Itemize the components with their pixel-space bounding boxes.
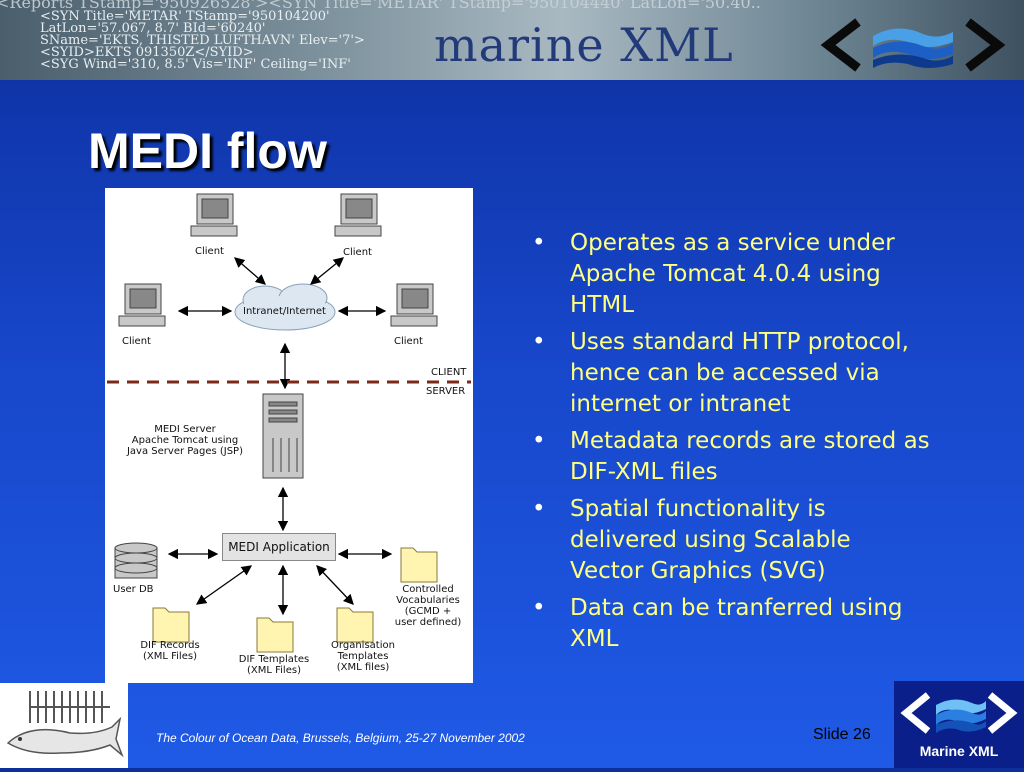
bullet-text: Data can be tranferred using XML xyxy=(570,595,903,652)
bullet-list: • Operates as a service under Apache Tomc… xyxy=(530,228,930,661)
dif-templates-line: DIF Templates xyxy=(238,654,310,665)
server-desc-line: MEDI Server xyxy=(154,424,216,435)
vocab-line: user defined) xyxy=(394,617,462,628)
client-label: Client xyxy=(394,336,423,347)
org-line: Organisation xyxy=(331,640,395,651)
fish-logo xyxy=(0,683,128,768)
org-line: Templates xyxy=(337,651,389,662)
marine-xml-caption: Marine XML xyxy=(919,743,999,759)
client-label: Client xyxy=(343,247,372,258)
user-db-label: User DB xyxy=(113,584,154,595)
bullet-item: • Uses standard HTTP protocol, hence can … xyxy=(530,327,930,420)
header-banner: <Reports TStamp='950926528'><SYN Title='… xyxy=(0,0,1024,80)
medi-application-box: MEDI Application xyxy=(222,533,336,561)
marine-xml-wordmark: marine XML xyxy=(434,18,734,72)
bullet-text: Uses standard HTTP protocol, hence can b… xyxy=(570,329,909,417)
diagram-graphics xyxy=(107,193,471,653)
bullet-item: • Data can be tranferred using XML xyxy=(530,593,930,655)
vocab-line: Controlled xyxy=(402,584,454,595)
cloud-icon xyxy=(234,283,336,331)
xml-line: <SYG Wind='310, 8.5' Vis='INF' Ceiling='… xyxy=(40,57,351,72)
computer-icon xyxy=(118,283,166,327)
xml-line: <SYID>EKTS 091350Z</SYID> xyxy=(40,45,254,60)
bullet-dot: • xyxy=(532,329,546,355)
computer-icon xyxy=(390,283,438,327)
bullet-item: • Metadata records are stored as DIF-XML … xyxy=(530,426,930,488)
org-line: (XML files) xyxy=(336,662,390,673)
marine-xml-logo-icon xyxy=(900,692,1018,734)
fish-logo-icon xyxy=(6,691,124,758)
vocab-line: Vocabularies xyxy=(396,595,460,606)
xml-background-text: <Reports TStamp='950926528'><SYN Title='… xyxy=(0,0,1024,80)
computer-icon xyxy=(190,193,238,237)
bullet-text: Operates as a service under Apache Tomca… xyxy=(570,230,895,318)
xml-line: LatLon='57.067, 8.7' BId='60240' xyxy=(40,21,266,36)
bullet-item: • Spatial functionality is delivered usin… xyxy=(530,494,930,587)
xml-line: <Reports TStamp='950926528'><SYN Title='… xyxy=(0,0,761,12)
folder-icon xyxy=(152,607,190,643)
controlled-vocab-label: Controlled Vocabularies (GCMD + user def… xyxy=(383,584,473,628)
folder-icon xyxy=(256,617,294,653)
bullet-dot: • xyxy=(532,595,546,621)
organisation-templates-label: Organisation Templates (XML files) xyxy=(317,640,409,673)
dif-records-label: DIF Records (XML Files) xyxy=(125,640,215,662)
computer-icon xyxy=(334,193,382,237)
bullet-text: Spatial functionality is delivered using… xyxy=(570,496,851,584)
bullet-item: • Operates as a service under Apache Tomc… xyxy=(530,228,930,321)
server-desc-line: Apache Tomcat using xyxy=(131,435,239,446)
dif-records-line: DIF Records xyxy=(140,640,200,651)
bullet-dot: • xyxy=(532,496,546,522)
database-icon xyxy=(114,542,158,579)
server-zone-label: SERVER xyxy=(426,386,466,397)
medi-flow-diagram: Client Client Client Client Intranet/Int… xyxy=(105,188,473,683)
client-label: Client xyxy=(195,246,224,257)
bullet-dot: • xyxy=(532,428,546,454)
client-label: Client xyxy=(122,336,151,347)
server-description: MEDI Server Apache Tomcat using Java Ser… xyxy=(115,424,255,457)
marine-xml-logo: Marine XML xyxy=(894,681,1024,768)
cloud-label: Intranet/Internet xyxy=(243,306,326,317)
xml-line: SName='EKTS, THISTED LUFTHAVN' Elev='7'> xyxy=(40,33,365,48)
bullet-text: Metadata records are stored as DIF-XML f… xyxy=(570,428,930,485)
dif-templates-line: (XML Files) xyxy=(247,665,301,676)
client-zone-label: CLIENT xyxy=(431,367,467,378)
slide-title: MEDI flow xyxy=(88,123,327,179)
marine-xml-brackets-logo xyxy=(820,18,1006,72)
folder-icon xyxy=(400,547,438,583)
footer-text: The Colour of Ocean Data, Brussels, Belg… xyxy=(156,731,525,745)
xml-line: <SYN Title='METAR' TStamp='950104200' xyxy=(40,9,330,24)
slide-number: Slide 26 xyxy=(813,726,871,743)
dif-records-line: (XML Files) xyxy=(143,651,197,662)
server-desc-line: Java Server Pages (JSP) xyxy=(126,446,243,457)
folder-icon xyxy=(336,607,374,643)
bullet-dot: • xyxy=(532,230,546,256)
dif-templates-label: DIF Templates (XML Files) xyxy=(229,654,319,676)
vocab-line: (GCMD + xyxy=(404,606,452,617)
server-icon xyxy=(262,393,304,479)
